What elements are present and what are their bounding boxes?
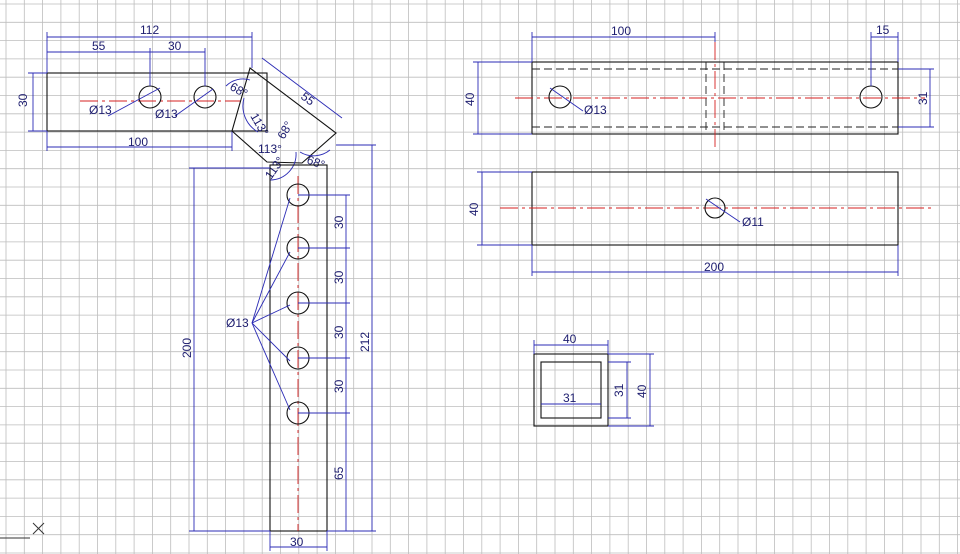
side-view-dim-200-label: 200 [704,260,724,274]
top-view-dim-100-label: 100 [611,24,631,38]
side-view: Ø11 40 200 [467,171,935,276]
dim-30-vertical-label: 30 [16,93,30,107]
section-inner-height-label: 31 [612,383,626,397]
dim-112-label: 112 [140,23,159,37]
dim-55-label: 55 [92,39,106,53]
top-view-dim-15-label: 15 [876,23,890,37]
vertical-spacing-1-label: 30 [332,215,346,229]
angle-113-b-label: 113° [258,142,282,156]
section-outer-height-label: 40 [635,384,649,398]
vertical-total-212-label: 212 [358,332,372,352]
ucs-origin-icon [0,522,45,539]
top-left-hole-1-label: Ø13 [89,103,112,117]
dim-100-label: 100 [128,135,148,149]
top-view-hole-left[interactable] [548,85,572,109]
top-view-hole-label: Ø13 [584,103,607,117]
corner-elbow: 55 68° 113° 68° 113° 113° 68° [225,57,343,182]
angle-68-b-label: 68° [274,119,295,142]
section-outer[interactable] [533,353,609,427]
vertical-width-30-label: 30 [290,535,304,549]
top-left-hole-2-label: Ø13 [155,107,178,121]
side-view-hole-label: Ø11 [742,215,764,229]
angle-68-c-label: 68° [305,153,327,172]
top-view-dim-40-label: 40 [463,92,477,106]
vertical-holes-label: Ø13 [226,316,249,330]
vertical-spacing-2-label: 30 [332,270,346,284]
section-outer-width-label: 40 [563,332,577,346]
vertical-part-outline[interactable] [269,164,328,532]
vertical-bottom-offset-label: 65 [332,466,346,480]
vertical-spacing-3-label: 30 [332,325,346,339]
top-left-part: 112 55 30 30 100 Ø13 Ø13 [16,23,268,151]
section-inner-width-label: 31 [563,391,577,405]
section-inner[interactable] [540,361,602,419]
side-view-hole[interactable] [704,197,726,219]
top-view-dim-31-label: 31 [916,91,930,105]
angle-113-a-label: 113° [247,111,271,139]
side-view-outline[interactable] [531,171,899,246]
top-left-part-outline[interactable] [46,72,268,132]
corner-dim-55-label: 55 [298,89,317,108]
vertical-part: Ø13 30 30 30 30 65 212 200 30 [180,144,376,551]
top-view-hole-right[interactable] [859,85,883,109]
dim-30-label: 30 [168,39,182,53]
section-view: 40 31 31 40 [533,332,654,427]
corner-elbow-outline[interactable] [231,67,337,164]
vertical-spacing-4-label: 30 [332,379,346,393]
side-view-dim-40-label: 40 [467,202,481,216]
top-view: Ø13 100 15 40 31 [463,23,934,148]
vertical-200-label: 200 [180,338,194,358]
